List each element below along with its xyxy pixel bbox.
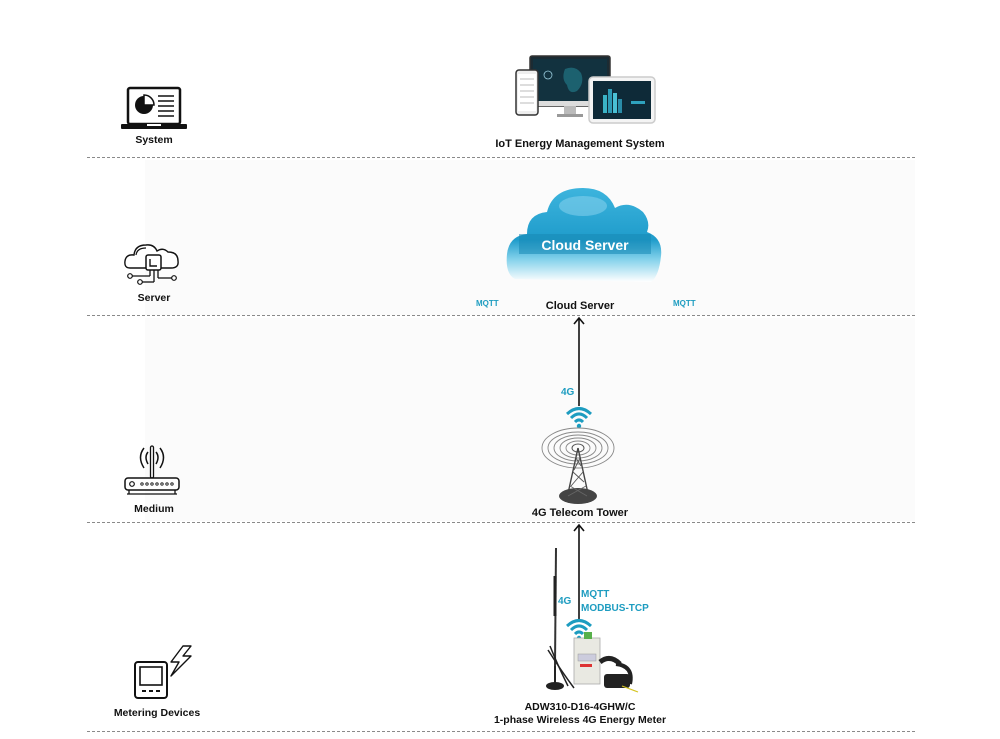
layer-label-metering: Metering Devices (113, 707, 201, 719)
meter-link-label: 4G (558, 596, 572, 607)
layer-divider (87, 315, 915, 316)
energy-meter-image (538, 546, 642, 701)
protocol-mqtt: MQTT (581, 589, 610, 600)
cloud-caption: Cloud Server (545, 300, 615, 312)
meter-description: 1-phase Wireless 4G Energy Meter (493, 714, 667, 726)
protocol-label-right: MQTT (673, 299, 696, 308)
cloud-icon (505, 184, 665, 299)
layer-label-medium: Medium (134, 503, 174, 515)
layer-label-system: System (135, 134, 173, 146)
telecom-tower-icon (540, 426, 616, 513)
protocol-label-left: MQTT (476, 299, 499, 308)
protocol-modbus-tcp: MODBUS-TCP (581, 603, 649, 614)
layer-divider (87, 157, 915, 158)
tower-caption: 4G Telecom Tower (531, 507, 629, 519)
devices-dashboard-image (515, 55, 657, 130)
layer-label-server: Server (137, 292, 171, 304)
cloud-server-icon (122, 238, 182, 295)
arrow-up-icon (572, 316, 586, 411)
arrow-up-icon (572, 523, 586, 624)
tower-link-label: 4G (561, 387, 575, 398)
meter-model: ADW310-D16-4GHW/C (524, 701, 636, 713)
wifi-icon (565, 404, 593, 433)
medium-band (145, 318, 915, 521)
meter-lightning-icon (133, 644, 197, 707)
router-icon (122, 442, 182, 503)
meter-protocols: MQTT MODBUS-TCP (581, 588, 649, 616)
cloud-label: Cloud Server (541, 237, 629, 253)
layer-divider (87, 522, 915, 523)
laptop-chart-icon (120, 86, 188, 137)
layer-divider (87, 731, 915, 732)
system-caption: IoT Energy Management System (495, 138, 665, 150)
